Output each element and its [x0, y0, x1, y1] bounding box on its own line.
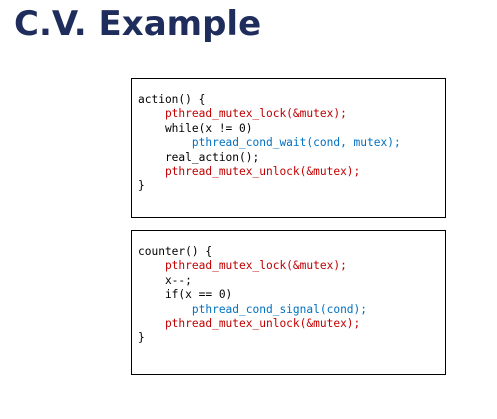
code-line: real_action();	[138, 150, 260, 164]
code-line: }	[138, 179, 145, 193]
code-line: pthread_mutex_unlock(&mutex);	[138, 164, 361, 178]
code-line: action() {	[138, 93, 206, 106]
code-line: }	[138, 331, 145, 345]
code-line: if(x == 0)	[138, 288, 233, 302]
code-line: x--;	[138, 273, 192, 287]
code-line: pthread_mutex_lock(&mutex);	[138, 259, 347, 273]
code-line: pthread_mutex_lock(&mutex);	[138, 107, 347, 121]
code-line: counter() {	[138, 245, 213, 258]
code-line: while(x != 0)	[138, 121, 253, 135]
code-line: pthread_cond_wait(cond, mutex);	[138, 136, 401, 150]
code-block-action: action() { pthread_mutex_lock(&mutex); w…	[131, 78, 446, 218]
code-line: pthread_mutex_unlock(&mutex);	[138, 316, 361, 330]
slide-title: C.V. Example	[14, 4, 262, 44]
code-line: pthread_cond_signal(cond);	[138, 302, 368, 316]
code-block-counter: counter() { pthread_mutex_lock(&mutex); …	[131, 230, 446, 375]
